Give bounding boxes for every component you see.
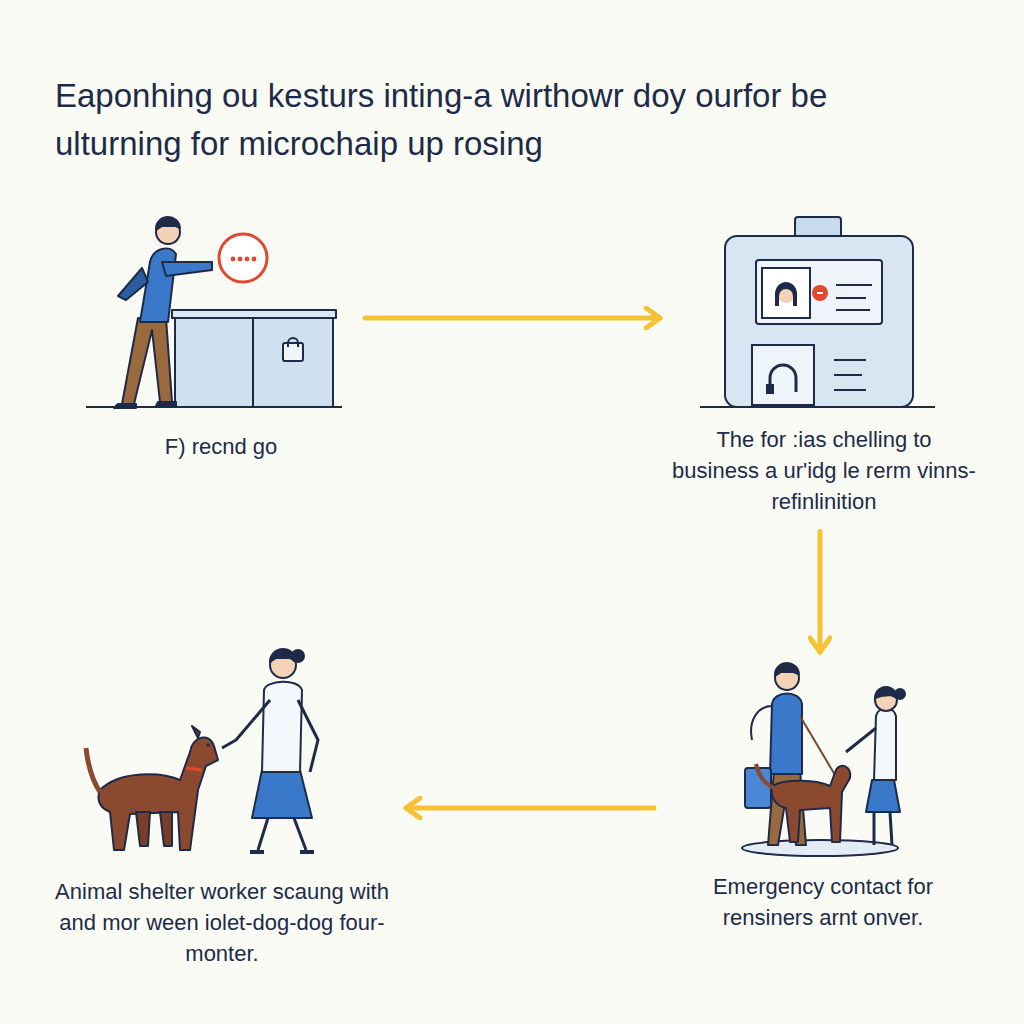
- alert-dots: [231, 257, 257, 262]
- flow-arrow: [365, 316, 660, 321]
- scanner-device: [700, 217, 935, 407]
- owner-reunion: [742, 663, 905, 856]
- diagram-title: Eaponhing ou kesturs inting-a wirthowr d…: [55, 72, 955, 168]
- flow-arrow: [406, 806, 654, 811]
- person-at-box: [86, 217, 342, 408]
- illustrated-step: Animal shelter worker scaung with and mo…: [46, 635, 398, 975]
- illustrated-step: The for :ias chelling to business a ur'i…: [668, 205, 980, 523]
- illustrated-step: F) recnd go: [85, 210, 357, 469]
- illustrated-step: Emergency contact for rensiners arnt onv…: [662, 660, 984, 940]
- step-caption: Emergency contact for rensiners arnt onv…: [662, 872, 984, 934]
- step-caption: Animal shelter worker scaung with and mo…: [46, 877, 398, 969]
- step-caption: F) recnd go: [85, 432, 357, 463]
- shelter-worker-dog: [86, 649, 318, 852]
- step-caption: The for :ias chelling to business a ur'i…: [668, 425, 980, 517]
- flow-arrow: [818, 531, 823, 652]
- alert-bubble: [219, 234, 267, 282]
